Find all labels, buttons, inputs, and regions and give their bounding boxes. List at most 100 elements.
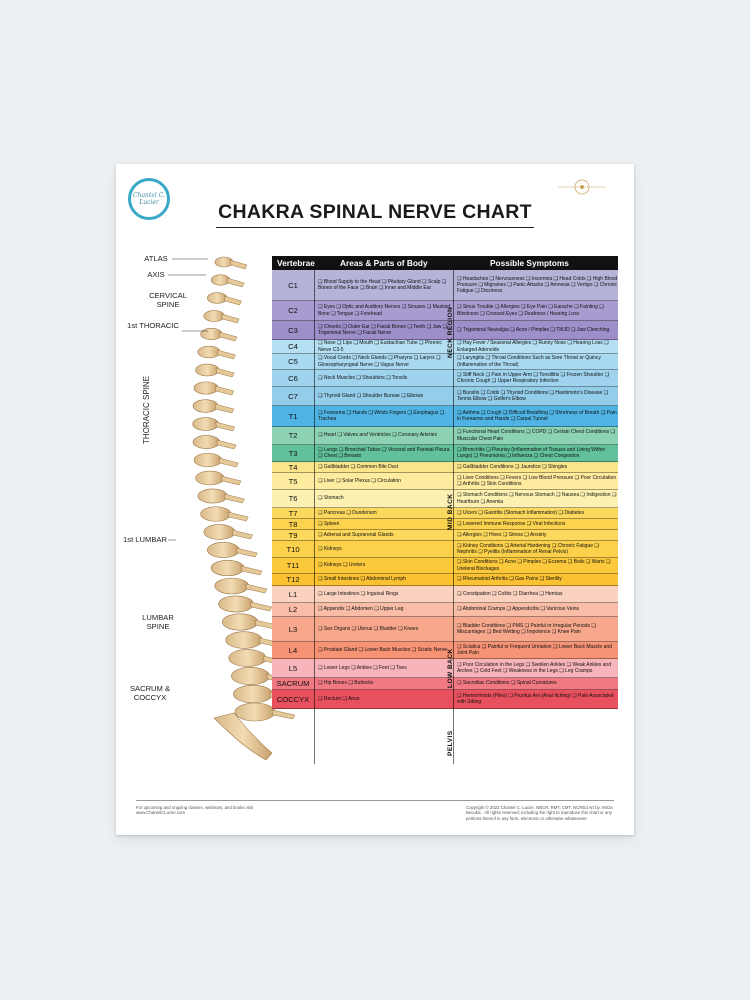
table-row: T8❑ Spleen❑ Lowered Immune Response ❑ Vi… (272, 519, 618, 530)
vertebra-cell: C5 (288, 357, 298, 366)
area-cell: ❑ Blood Supply to the Head ❑ Pituitary G… (318, 278, 447, 291)
area-cell: ❑ Stomach (318, 495, 344, 502)
vertebrae-stack (192, 256, 296, 722)
spinous-process (231, 529, 253, 540)
logo: Chantel C. Lucier (128, 178, 170, 220)
region-pelvis: PELVIS (447, 730, 454, 756)
area-cell: ❑ Vocal Cords ❑ Neck Glands ❑ Pharynx ❑ … (318, 355, 441, 368)
column-divider (314, 270, 315, 764)
label-cervical: CERVICAL SPINE (149, 291, 187, 309)
area-cell: ❑ Heart ❑ Valves and Ventricles ❑ Corona… (318, 432, 437, 439)
table-row: T5❑ Liver ❑ Solar Plexus ❑ Circulation❑ … (272, 473, 618, 490)
symptom-cell: ❑ Headaches ❑ Nervousness ❑ Insomnia ❑ H… (457, 275, 618, 295)
symptom-cell: ❑ Trigeminal Neuralgia ❑ Acne / Pimples … (457, 326, 610, 333)
spinous-process (224, 493, 245, 504)
label-pointers (168, 258, 208, 541)
symptom-cell: ❑ Rheumatoid Arthritis ❑ Gas Pains ❑ Ste… (457, 576, 562, 583)
area-cell: ❑ Large Intestines ❑ Inguinal Rings (318, 590, 399, 597)
symptom-cell: ❑ Abdominal Cramps ❑ Appendicitis ❑ Vari… (457, 606, 580, 613)
vertebra-cell: T5 (288, 476, 298, 486)
symptom-cell: ❑ Asthma ❑ Cough ❑ Difficult Breathing ❑… (457, 409, 617, 422)
vertebra-cell: T3 (288, 448, 298, 458)
spinous-process (216, 349, 236, 360)
table-row: C5 ❑ Vocal Cords ❑ Neck Glands ❑ Pharynx … (272, 354, 618, 370)
table-row: T4❑ Gallbladder ❑ Common Bile Duct❑ Gall… (272, 462, 618, 473)
vertebra-cell: C6 (288, 373, 298, 383)
label-axis: AXIS (147, 270, 165, 279)
vertebra-cell: L4 (288, 645, 298, 655)
title-underline (216, 227, 534, 228)
sun-moon-icon (558, 179, 606, 195)
spinous-process (214, 403, 235, 414)
area-cell: ❑ Prostate Gland ❑ Lower Back Muscles ❑ … (318, 646, 448, 653)
area-cell: ❑ Cheeks ❑ Outer Ear ❑ Facial Bones ❑ Te… (318, 323, 448, 336)
symptom-cell: ❑ Bladder Conditions ❑ PMS ❑ Painful or … (457, 622, 596, 635)
vertebra-cell: COCCYX (276, 694, 310, 704)
spinous-process (226, 277, 245, 288)
region-mid: MID BACK (447, 493, 454, 531)
symptom-cell: ❑ Gallbladder Conditions ❑ Jaundice ❑ Sh… (457, 463, 568, 470)
area-cell: ❑ Kidneys (318, 545, 342, 552)
table-row: T10❑ Kidneys❑ Kidney Conditions ❑ Arteri… (272, 541, 618, 558)
vertebra-cell: T2 (288, 431, 298, 440)
logo-text: Chantel C. Lucier (133, 192, 165, 206)
spinous-process (236, 547, 258, 558)
symptom-cell: ❑ Sacroiliac Conditions ❑ Spinal Curvatu… (457, 680, 557, 687)
spinous-process (271, 709, 296, 720)
symptom-cell: ❑ Bronchitis ❑ Pleurisy (Inflammation of… (457, 446, 606, 459)
table-row: SACRUM❑ Hip Bones ❑ Buttocks❑ Sacroiliac… (272, 678, 618, 690)
table-row: T6❑ Stomach❑ Stomach Conditions ❑ Nervou… (272, 490, 618, 508)
header-vertebrae: Vertebrae (277, 258, 315, 268)
area-cell: ❑ Nose ❑ Lips ❑ Mouth ❑ Eustachian Tube … (318, 340, 442, 353)
vertebra-cell: L3 (288, 624, 298, 634)
vertebra-cell: L5 (288, 663, 298, 673)
table-row: T2 ❑ Heart ❑ Valves and Ventricles ❑ Coro… (272, 427, 618, 445)
table-row: T11❑ Kidneys ❑ Ureters❑ Skin Conditions … (272, 558, 618, 574)
region-neck: NECK REGION (447, 306, 454, 358)
area-cell: ❑ Forearms ❑ Hands ❑ Wrists Fingers ❑ Es… (318, 409, 445, 422)
vertebra-cell: T6 (288, 494, 298, 503)
vertebra-cell: L2 (288, 605, 298, 614)
symptom-cell: ❑ Stiff Neck ❑ Pain in Upper Arm ❑ Tonsi… (457, 371, 610, 384)
symptom-cell: ❑ Constipation ❑ Colitis ❑ Diarrhea ❑ He… (457, 590, 563, 597)
footer-rule (136, 800, 614, 801)
symptom-cell: ❑ Kidney Conditions ❑ Arterial Hardening… (457, 542, 599, 555)
area-cell: ❑ Lower Legs ❑ Ankles ❑ Feet ❑ Toes (318, 664, 407, 671)
area-cell: ❑ Neck Muscles ❑ Shoulders ❑ Tonsils (318, 374, 408, 381)
spinous-process (215, 367, 235, 378)
vertebra-cell: C1 (288, 280, 298, 290)
label-atlas: ATLAS (144, 254, 168, 263)
vertebra-cell: T11 (286, 561, 300, 570)
area-cell: ❑ Hip Bones ❑ Buttocks (318, 680, 374, 687)
symptom-cell: ❑ Lowered Immune Response ❑ Viral Infect… (457, 520, 566, 527)
table-row: L3❑ Sex Organs ❑ Uterus ❑ Bladder ❑ Knee… (272, 617, 618, 642)
area-cell: ❑ Appendix ❑ Abdomen ❑ Upper Leg (318, 606, 404, 613)
vertebra-cell: C7 (288, 391, 298, 401)
table-row: C4 ❑ Nose ❑ Lips ❑ Mouth ❑ Eustachian Tub… (272, 340, 618, 354)
spinous-process (250, 601, 273, 612)
symptom-cell: ❑ Sinus Trouble ❑ Allergies ❑ Eye Pain ❑… (457, 304, 604, 317)
table-row: C7❑ Thyroid Gland ❑ Shoulder Bursae ❑ El… (272, 387, 618, 406)
header-symptoms: Possible Symptoms (490, 258, 569, 268)
area-cell: ❑ Pancreas ❑ Duodenum (318, 509, 377, 516)
symptom-cell: ❑ Laryngitis ❑ Throat Conditions Such as… (457, 355, 601, 368)
table-row: C1 ❑ Blood Supply to the Head ❑ Pituitary… (272, 270, 618, 301)
table-row: T7❑ Pancreas ❑ Duodenum❑ Ulcers ❑ Gastri… (272, 508, 618, 519)
area-cell: ❑ Adrenal and Suprarenal Glands (318, 531, 394, 538)
table-row: L4 ❑ Prostate Gland ❑ Lower Back Muscles … (272, 642, 618, 659)
symptom-cell: ❑ Hay Fever / Seasonal Allergies ❑ Runny… (457, 340, 609, 353)
table-row: T1❑ Forearms ❑ Hands ❑ Wrists Fingers ❑ … (272, 406, 618, 427)
vertebra-cell: C2 (288, 306, 298, 315)
vertebra-cell: C3 (288, 325, 298, 335)
table-header: Vertebrae Areas & Parts of Body Possible… (272, 256, 618, 270)
area-cell: ❑ Kidneys ❑ Ureters (318, 562, 366, 569)
vertebra-cell: C4 (288, 342, 298, 351)
table-row: L2 ❑ Appendix ❑ Abdomen ❑ Upper Leg ❑ Abdo… (272, 603, 618, 617)
vertebra-cell: L1 (288, 589, 298, 599)
vertebra-cell: T4 (288, 462, 298, 472)
spinous-process (229, 259, 248, 270)
spinous-process (218, 457, 239, 468)
symptom-cell: ❑ Hemorrhoids (Piles) ❑ Pruritus Ani (An… (457, 692, 614, 705)
spinous-process (214, 385, 235, 396)
area-cell: ❑ Spleen (318, 520, 340, 527)
